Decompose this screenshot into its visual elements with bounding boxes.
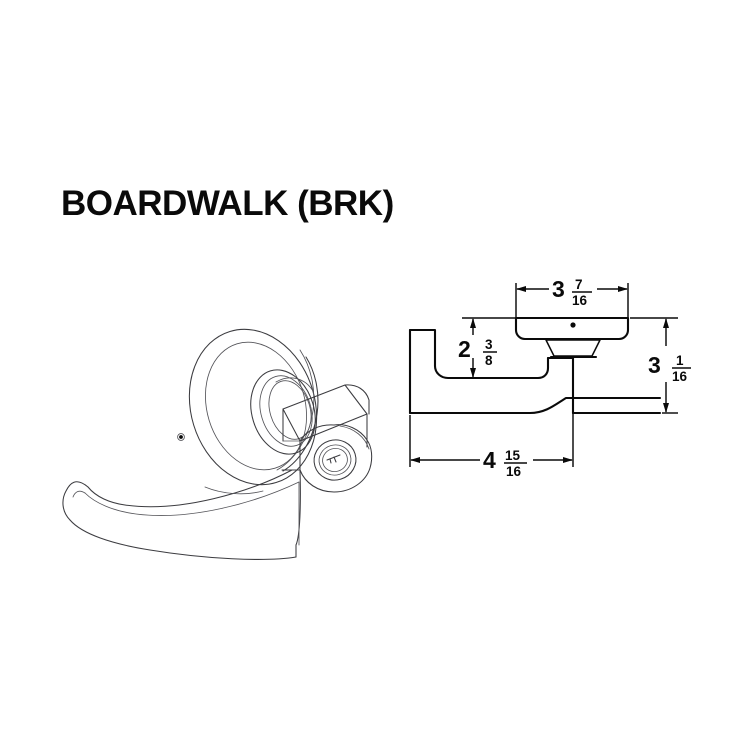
dim-denominator-overall-length: 16: [506, 464, 522, 479]
dim-whole-lever-height: 2: [458, 336, 471, 362]
dim-numerator-rose-width: 7: [575, 277, 583, 292]
dimension-overall-height-text: 3 1 16: [648, 352, 691, 384]
dimension-rose-width-text: 3 7 16: [552, 276, 592, 308]
dim-denominator-lever-height: 8: [485, 353, 493, 368]
dim-numerator-lever-height: 3: [485, 337, 493, 352]
dim-denominator-rose-width: 16: [572, 293, 588, 308]
rose-plate: [514, 316, 630, 341]
dimension-rose-width: 3 7 16: [515, 276, 629, 330]
dim-whole-overall-height: 3: [648, 352, 661, 378]
dim-numerator-overall-height: 1: [676, 353, 684, 368]
rose-neck: [545, 339, 601, 359]
dimension-overall-length: 4 15 16: [409, 400, 574, 479]
dim-numerator-overall-length: 15: [505, 448, 521, 463]
isometric-lever-view: [62, 328, 373, 560]
rose-base-edge: [204, 486, 264, 495]
lever-profile: [408, 328, 662, 415]
key-cylinder-icon: [313, 439, 357, 481]
rose-setscrew-icon: [177, 433, 185, 441]
rose-disc-icon: [188, 328, 319, 486]
dim-whole-overall-length: 4: [483, 447, 496, 473]
dim-whole-rose-width: 3: [552, 276, 565, 302]
dimension-lever-height-text: 2 3 8: [458, 336, 497, 368]
dim-denominator-overall-height: 16: [672, 369, 688, 384]
dimension-lever-height: 2 3 8: [458, 317, 520, 379]
dimension-overall-length-text: 4 15 16: [483, 447, 527, 479]
lever-handle-body: [62, 469, 301, 560]
side-profile-view: [408, 316, 662, 415]
rose-plate-center-dot: [570, 322, 576, 328]
dimension-overall-height: 3 1 16: [630, 317, 691, 414]
page-title: BOARDWALK (BRK): [61, 184, 394, 223]
cylinder-knuckle: [299, 424, 373, 493]
rose-hub-icon: [250, 369, 316, 455]
